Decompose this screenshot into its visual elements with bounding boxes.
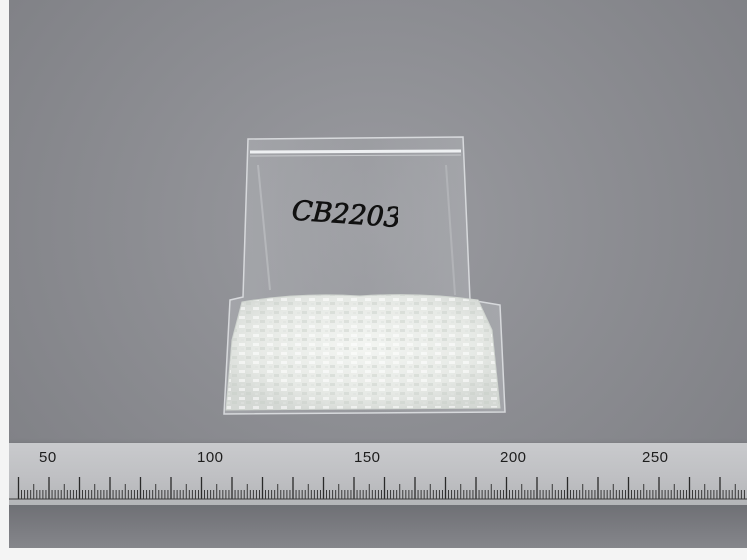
table-surface xyxy=(9,505,747,548)
handwritten-text: CB2203 xyxy=(291,195,398,234)
ruler-label-50: 50 xyxy=(39,449,57,466)
ruler-label-200: 200 xyxy=(500,449,527,466)
ruler-label-250: 250 xyxy=(642,449,669,466)
ruler-ticks xyxy=(9,477,747,500)
image-border-left xyxy=(0,0,9,560)
image-border-bottom xyxy=(0,548,747,560)
ruler-label-150: 150 xyxy=(354,449,381,466)
ruler: 50 100 150 200 250 xyxy=(9,443,747,505)
handwritten-label: CB2203 xyxy=(290,195,398,234)
ruler-label-100: 100 xyxy=(197,449,224,466)
